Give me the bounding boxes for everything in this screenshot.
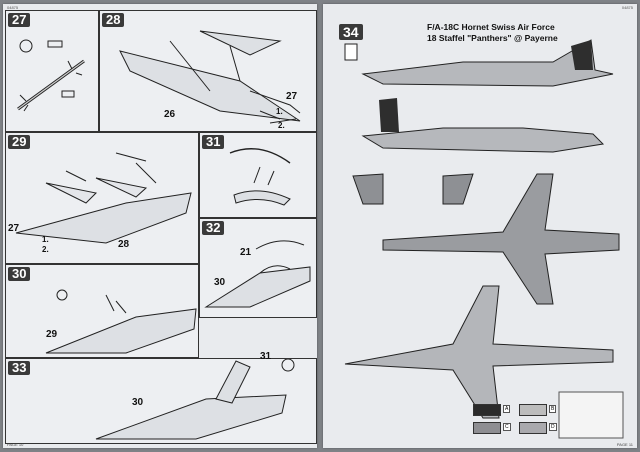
livery-title-line2: 18 Staffel "Panthers" @ Payerne xyxy=(427,33,558,43)
step-32-panel: 32 21 30 xyxy=(199,218,317,318)
wing-assembly-drawing xyxy=(119,30,301,124)
color-swatch-d xyxy=(519,422,547,434)
step-number: 33 xyxy=(8,361,31,375)
callout-2: 2. xyxy=(42,245,49,254)
cockpit-drawing xyxy=(204,240,311,308)
painting-diagram xyxy=(344,39,624,439)
part-label-30: 30 xyxy=(132,397,144,408)
callout-30: 30 xyxy=(214,277,226,288)
lower-fuselage-drawing xyxy=(15,152,192,244)
instruction-page-left: 04875 27 28 26 27 1. 2. 29 xyxy=(3,4,317,448)
color-swatch-a xyxy=(473,404,501,416)
page-footer: PAGE 10 xyxy=(7,442,24,447)
part-label-26: 26 xyxy=(164,109,176,120)
page-footer: PAGE 11 xyxy=(616,442,633,447)
step-number: 29 xyxy=(8,135,31,149)
step-33-panel: 33 31 30 xyxy=(5,351,317,444)
forward-fuselage-drawing xyxy=(45,289,197,354)
part-label-27: 27 xyxy=(8,223,20,234)
callout-1: 1. xyxy=(42,235,49,244)
step-number: 30 xyxy=(8,267,31,281)
color-swatch-b xyxy=(519,404,547,416)
paint-jar-icon xyxy=(344,43,358,61)
step-number: 34 xyxy=(339,24,363,40)
part-label-31: 31 xyxy=(260,351,272,362)
step-29-panel: 29 27 1. 2. 28 xyxy=(5,132,199,264)
livery-title-line1: F/A-18C Hornet Swiss Air Force xyxy=(427,22,555,32)
missile-assembly-drawing xyxy=(17,39,85,112)
instruction-page-right: 04875 34 F/A-18C Hornet Swiss Air Force … xyxy=(323,4,637,448)
step-number: 28 xyxy=(102,13,125,27)
callout-2: 2. xyxy=(278,121,285,130)
canopy-fitting-drawing xyxy=(95,359,295,440)
part-label-29: 29 xyxy=(46,329,58,340)
part-label-28: 28 xyxy=(118,239,130,250)
step-27-panel: 27 xyxy=(5,10,99,132)
page-header: 04875 xyxy=(621,5,633,10)
swatch-label-d: D xyxy=(549,423,557,431)
step-number: 31 xyxy=(202,135,225,149)
color-swatch-c xyxy=(473,422,501,434)
callout-1: 1. xyxy=(276,107,283,116)
step-number: 27 xyxy=(8,13,31,27)
canopy-drawing xyxy=(229,148,291,206)
step-30-panel: 30 29 xyxy=(5,264,199,358)
callout-27: 27 xyxy=(286,91,298,102)
part-label-21: 21 xyxy=(240,247,252,258)
swatch-label-c: C xyxy=(503,423,511,431)
step-31-panel: 31 xyxy=(199,132,317,218)
swatch-label-b: B xyxy=(549,405,557,413)
step-28-panel: 28 26 27 1. 2. xyxy=(99,10,317,132)
step-number: 32 xyxy=(202,221,225,235)
page-header: 04875 xyxy=(7,5,19,10)
swatch-label-a: A xyxy=(503,405,511,413)
